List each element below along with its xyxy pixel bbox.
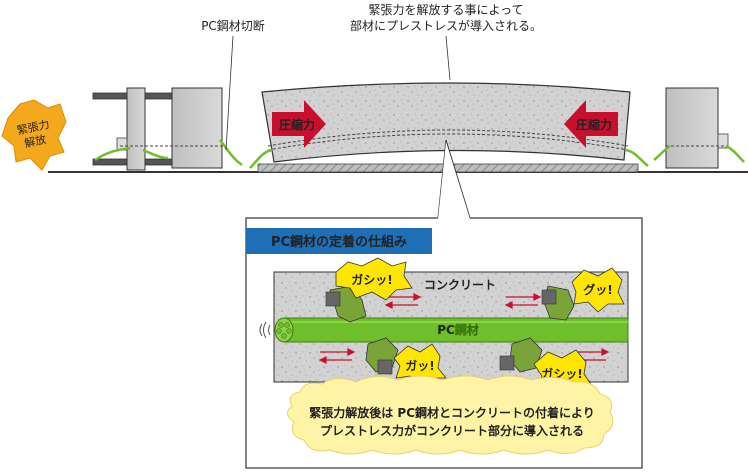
compression-arrow-left: 圧縮力: [272, 100, 326, 148]
tension-release-burst: 緊張力 解放: [1, 99, 67, 171]
grip-hand-2: [541, 285, 575, 321]
sfx-text-2: グッ!: [583, 282, 612, 297]
concrete-label: コンクリート: [424, 278, 496, 292]
strand-label: PC鋼材: [437, 322, 479, 337]
detail-title-bar: [246, 228, 432, 254]
sfx-bubble-1: ガシッ!: [335, 257, 413, 301]
release-caption-1: 緊張力を解放する事によって: [368, 2, 523, 17]
release-caption-2: 部材にプレストレスが導入される。: [350, 18, 542, 33]
detail-title: PC鋼材の定着の仕組み: [271, 234, 407, 250]
sfx-text-1: ガシッ!: [351, 272, 392, 287]
compression-left-label: 圧縮力: [279, 117, 315, 132]
sfx-text-3: ガッ!: [405, 358, 434, 373]
cambered-beam: [249, 82, 649, 169]
detail-panel: PC鋼材の定着の仕組み コンクリート PC鋼材: [245, 142, 643, 469]
cut-label: PC鋼材切断: [201, 18, 265, 33]
left-anchor-block: [120, 87, 243, 169]
summary-line-2: プレストレス力がコンクリート部分に導入される: [320, 423, 584, 438]
left-anchor-frame: [92, 87, 174, 171]
summary-line-1: 緊張力解放後は PC鋼材とコンクリートの付着により: [309, 405, 595, 420]
compression-arrow-right: 圧縮力: [564, 100, 618, 148]
right-anchor-block: [653, 87, 745, 169]
burst-label-2: 解放: [23, 132, 47, 150]
compression-right-label: 圧縮力: [576, 117, 612, 132]
summary-cloud: 緊張力解放後は PC鋼材とコンクリートの付着により プレストレス力がコンクリート…: [287, 375, 614, 455]
grip-hand-3: [365, 337, 399, 375]
sfx-bubble-2: グッ!: [571, 267, 625, 313]
pc-strand: [259, 317, 629, 343]
sfx-bubble-3: ガッ!: [393, 343, 447, 387]
